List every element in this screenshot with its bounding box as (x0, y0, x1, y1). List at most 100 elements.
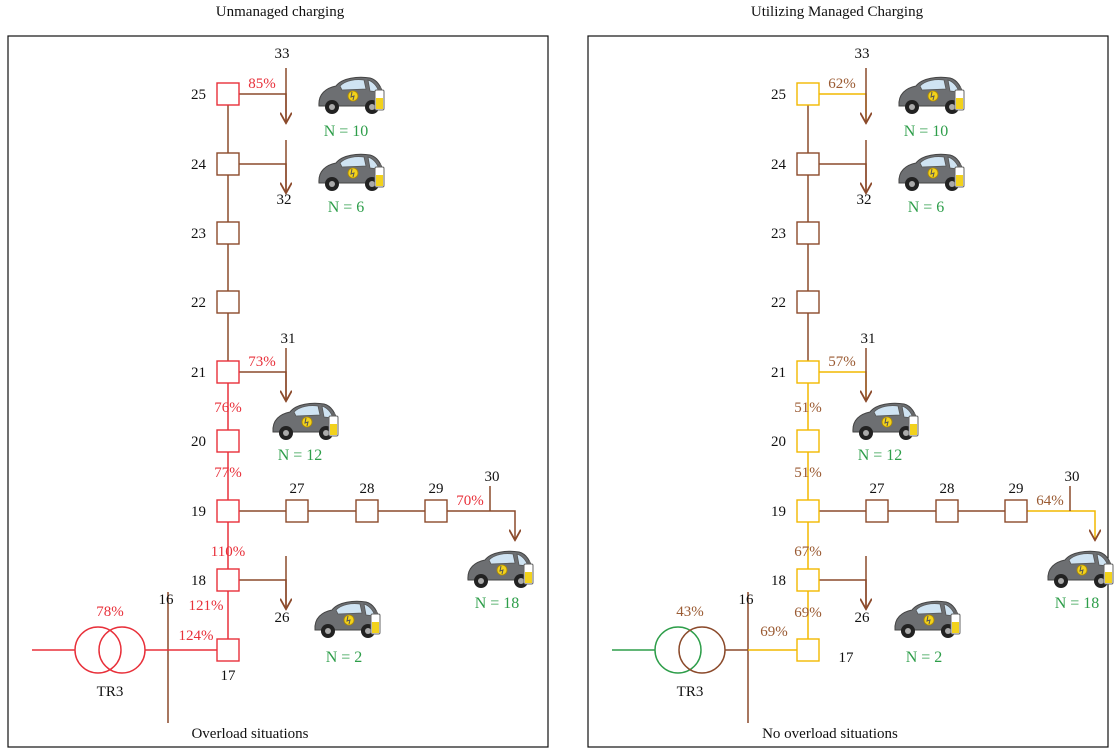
bus-number: 16 (739, 592, 755, 608)
right-panel-frame (587, 35, 1109, 748)
ev-count: N = 12 (278, 447, 323, 464)
bus-number: 18 (771, 573, 786, 589)
bus-node-25 (796, 82, 820, 106)
load-number: 33 (275, 46, 290, 62)
load-number: 33 (855, 46, 870, 62)
bus-node-24 (796, 152, 820, 176)
transformer-icon (678, 626, 726, 674)
bus-number: 28 (360, 481, 375, 497)
bus-node-18 (216, 568, 240, 592)
bus-node-27 (285, 499, 309, 523)
load-number: 31 (281, 331, 296, 347)
load-number: 30 (1065, 469, 1080, 485)
bus-node-18 (796, 568, 820, 592)
load-number: 32 (857, 192, 872, 208)
loading-21-31: 57% (828, 354, 856, 370)
electric-car-icon (314, 600, 381, 639)
electric-car-icon (898, 76, 965, 115)
loading-21-20: 51% (794, 400, 822, 416)
loading-18-17: 69% (794, 605, 822, 621)
bus-number: 29 (1009, 481, 1024, 497)
bus-number: 25 (191, 87, 206, 103)
load-number: 26 (275, 610, 291, 626)
left-load-line-31 (239, 371, 286, 400)
electric-car-icon (318, 76, 385, 115)
right-load-line-31 (819, 371, 866, 400)
electric-car-icon (1047, 550, 1114, 589)
panel-footer: Overload situations (191, 726, 308, 742)
transformer-icon (98, 626, 146, 674)
bus-node-21 (216, 360, 240, 384)
right-load-line-30 (1027, 510, 1095, 539)
bus-node-17 (216, 638, 240, 662)
electric-car-icon (318, 153, 385, 192)
bus-node-20 (216, 429, 240, 453)
ev-count: N = 10 (904, 123, 949, 140)
bus-node-22 (216, 290, 240, 314)
bus-number: 24 (771, 157, 787, 173)
loading-19-18: 67% (794, 544, 822, 560)
right-load-line-33 (819, 93, 866, 122)
left-panel-frame (7, 35, 549, 748)
bus-number: 20 (771, 434, 786, 450)
bus-node-25 (216, 82, 240, 106)
load-number: 31 (861, 331, 876, 347)
bus-number: 23 (191, 226, 206, 242)
transformer-label: TR3 (677, 684, 704, 700)
bus-node-19 (216, 499, 240, 523)
bus-number: 22 (771, 295, 786, 311)
transformer-label: TR3 (97, 684, 124, 700)
transformer-loading: 78% (96, 604, 124, 620)
loading-25-33: 62% (828, 76, 856, 92)
electric-car-icon (467, 550, 534, 589)
bus-number: 23 (771, 226, 786, 242)
bus-number: 19 (191, 504, 206, 520)
bus-number: 25 (771, 87, 786, 103)
loading-21-20: 76% (214, 400, 242, 416)
ev-count: N = 12 (858, 447, 903, 464)
transformer-icon (74, 626, 122, 674)
loading-16-17: 124% (179, 628, 214, 644)
bus-number: 21 (771, 365, 786, 381)
load-number: 32 (277, 192, 292, 208)
bus-number: 27 (290, 481, 306, 497)
bus-node-23 (216, 221, 240, 245)
ev-count: N = 18 (1055, 595, 1100, 612)
ev-count: N = 6 (328, 199, 365, 216)
ev-count: N = 10 (324, 123, 369, 140)
bus-number: 27 (870, 481, 886, 497)
load-number: 26 (855, 610, 871, 626)
bus-number: 28 (940, 481, 955, 497)
bus-node-29 (424, 499, 448, 523)
bus-number: 18 (191, 573, 206, 589)
bus-node-19 (796, 499, 820, 523)
bus-node-27 (865, 499, 889, 523)
bus-number: 22 (191, 295, 206, 311)
right-load-line-26 (819, 579, 866, 608)
left-load-line-32 (239, 163, 286, 192)
electric-car-icon (898, 153, 965, 192)
transformer-loading: 43% (676, 604, 704, 620)
ev-count: N = 2 (906, 649, 943, 666)
bus-number: 19 (771, 504, 786, 520)
loading-20-19: 77% (214, 465, 242, 481)
transformer-icon (654, 626, 702, 674)
loading-21-31: 73% (248, 354, 276, 370)
bus-node-21 (796, 360, 820, 384)
bus-number: 17 (839, 650, 855, 666)
bus-node-17 (796, 638, 820, 662)
right-load-line-32 (819, 163, 866, 192)
bus-node-24 (216, 152, 240, 176)
loading-20-19: 51% (794, 465, 822, 481)
loading-19-18: 110% (211, 544, 245, 560)
electric-car-icon (852, 402, 919, 441)
bus-number: 20 (191, 434, 206, 450)
loading-16-17: 69% (760, 624, 788, 640)
left-load-line-33 (239, 93, 286, 122)
right-network: 43% TR3 25 24 23 22 21 20 19 18 17 16 27 28 29 33 32 31 30… (612, 46, 1114, 742)
loading-18-17: 121% (189, 598, 224, 614)
loading-29-30: 70% (456, 493, 484, 509)
bus-node-29 (1004, 499, 1028, 523)
